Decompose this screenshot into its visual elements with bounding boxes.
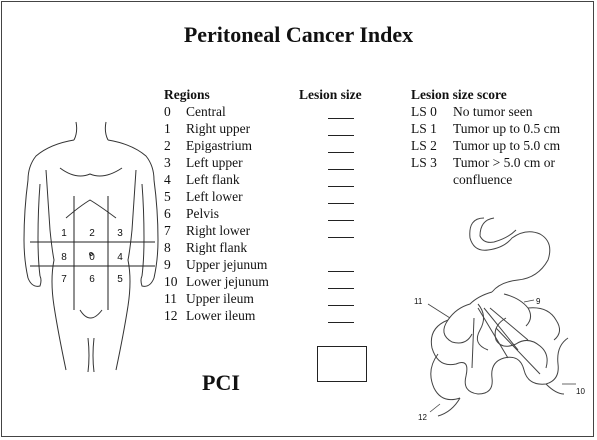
grid-label: 4 (117, 252, 123, 263)
score-description: Tumor up to 0.5 cm (453, 121, 560, 137)
intestine-illustration: 11 9 12 10 (408, 208, 588, 428)
grid-label: 5 (117, 274, 123, 285)
pci-total-box[interactable] (317, 346, 367, 382)
lesion-size-blank[interactable] (328, 220, 354, 221)
region-name: Right flank (186, 240, 247, 256)
grid-label: 1 (61, 228, 67, 239)
torso-illustration: 1 2 3 8 0 4 7 6 5 (10, 110, 170, 380)
score-code: LS 3 (411, 155, 437, 171)
score-description: Tumor > 5.0 cm or (453, 155, 555, 171)
score-code: LS 2 (411, 138, 437, 154)
score-description: No tumor seen (453, 104, 532, 120)
region-name: Right upper (186, 121, 250, 137)
lesion-size-blank[interactable] (328, 169, 354, 170)
region-name: Upper jejunum (186, 257, 267, 273)
region-name: Left upper (186, 155, 243, 171)
region-name: Epigastrium (186, 138, 252, 154)
lesion-size-blank[interactable] (328, 118, 354, 119)
score-description-continued: confluence (453, 172, 512, 188)
torso-outline (24, 122, 158, 372)
region-name: Central (186, 104, 226, 120)
lesion-size-blank[interactable] (328, 186, 354, 187)
lesion-size-blank[interactable] (328, 305, 354, 306)
grid-label: 6 (89, 274, 95, 285)
figure-title: Peritoneal Cancer Index (0, 22, 597, 48)
region-name: Lower jejunum (186, 274, 269, 290)
grid-label: 7 (61, 274, 67, 285)
region-name: Left flank (186, 172, 240, 188)
intestine-label: 10 (576, 387, 585, 396)
region-name: Right lower (186, 223, 250, 239)
intestine-label: 9 (536, 297, 541, 306)
lesion-size-blank[interactable] (328, 271, 354, 272)
grid-label: 0 (89, 252, 95, 263)
lesion-size-blank[interactable] (328, 152, 354, 153)
score-code: LS 0 (411, 104, 437, 120)
score-description: Tumor up to 5.0 cm (453, 138, 560, 154)
lesion-size-blank[interactable] (328, 135, 354, 136)
lesion-size-blank[interactable] (328, 322, 354, 323)
grid-label: 2 (89, 228, 95, 239)
region-name: Lower ileum (186, 308, 255, 324)
region-name: Left lower (186, 189, 243, 205)
intestine-label: 12 (418, 413, 427, 422)
intestine-outline (431, 218, 568, 416)
lesion-size-blank[interactable] (328, 203, 354, 204)
lesion-size-header: Lesion size (299, 87, 362, 103)
lesion-size-blank[interactable] (328, 288, 354, 289)
intestine-label: 11 (414, 297, 423, 306)
pci-label: PCI (202, 370, 240, 396)
regions-header: Regions (164, 87, 210, 103)
score-code: LS 1 (411, 121, 437, 137)
grid-label: 8 (61, 252, 67, 263)
region-name: Upper ileum (186, 291, 254, 307)
grid-label: 3 (117, 228, 123, 239)
lesion-size-score-header: Lesion size score (411, 87, 507, 103)
lesion-size-blank[interactable] (328, 237, 354, 238)
region-grid-labels: 1 2 3 8 0 4 7 6 5 (61, 228, 123, 285)
region-name: Pelvis (186, 206, 219, 222)
